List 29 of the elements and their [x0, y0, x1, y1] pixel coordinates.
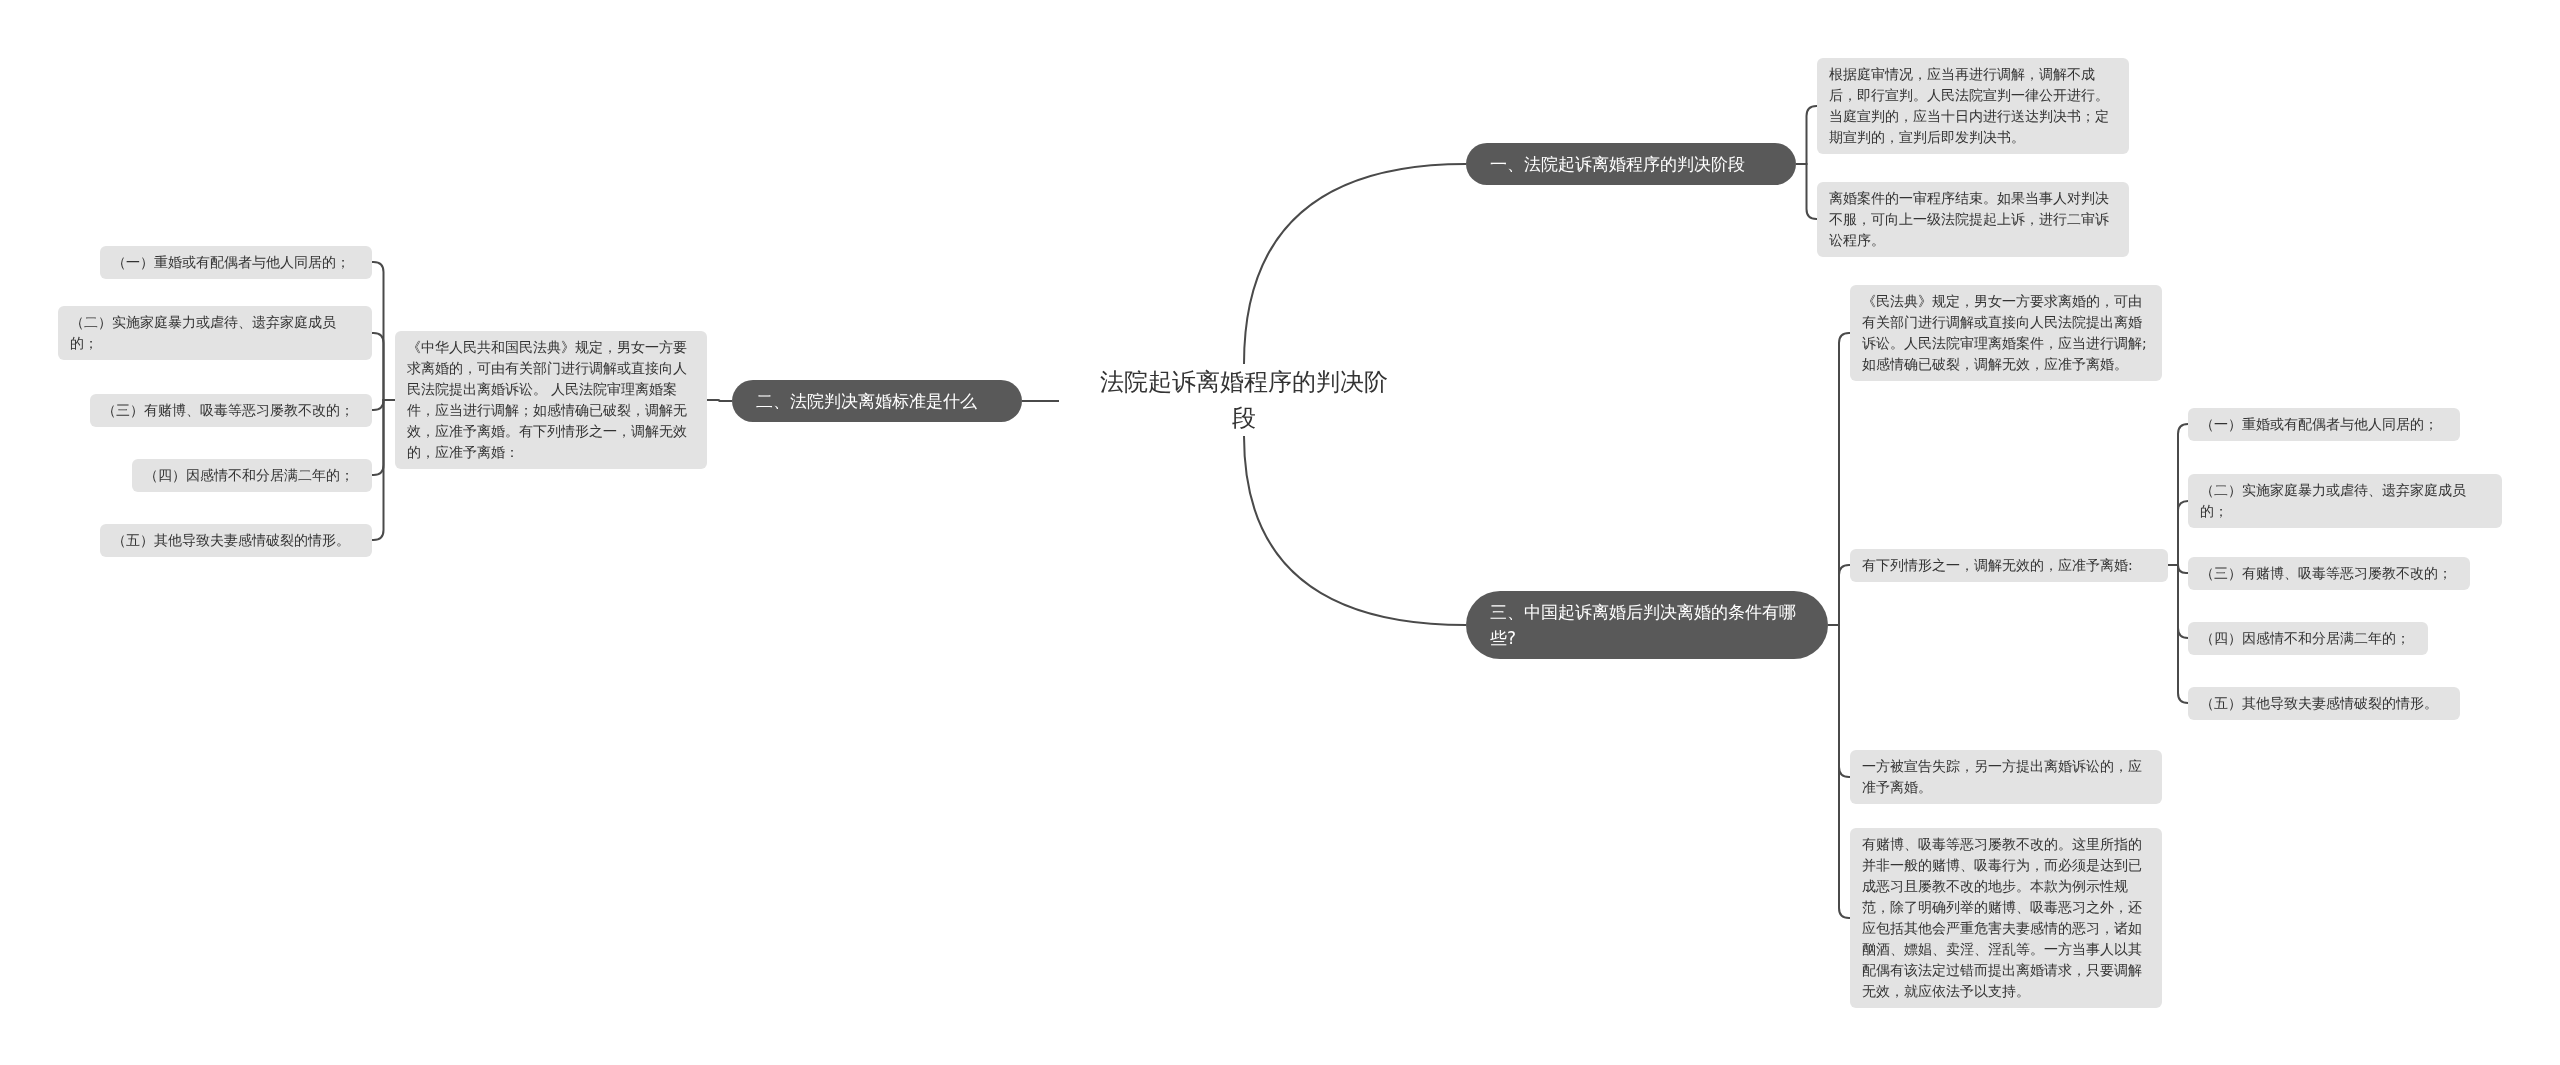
connector-line [1243, 435, 1467, 626]
leaf-card: （四）因感情不和分居满二年的； [2188, 621, 2428, 655]
leaf-card: 有下列情形之一，调解无效的，应准予离婚: [1850, 548, 2168, 582]
leaf-card: 有赌博、吸毒等恶习屡教不改的。这里所指的并非一般的赌博、吸毒行为，而必须是达到已成恶习且屡教不改的地步。本款为例示性规范，除了明确列举的赌博、吸毒恶习之外，还应包括其他会严重危害夫妻感情的恶习，诸如酗酒、嫖娼、卖淫、淫乱等。一方当事人以其配偶有该法定过错而提出离婚请求，只要调解无效，就应依法予以支持。 [1850, 828, 2162, 1008]
leaf-card: 根据庭审情况，应当再进行调解，调解不成后，即行宣判。人民法院宣判一律公开进行。当庭宣判的，应当十日内进行送达判决书；定期宣判的，宣判后即发判决书。 [1817, 58, 2129, 154]
leaf-card: （五）其他导致夫妻感情破裂的情形。 [2188, 686, 2460, 720]
leaf-card: （一）重婚或有配偶者与他人同居的； [100, 245, 372, 279]
branch-topic: 三、中国起诉离婚后判决离婚的条件有哪些? [1466, 591, 1828, 659]
connector-line [1021, 400, 1060, 402]
leaf-card: （二）实施家庭暴力或虐待、遗弃家庭成员的； [2188, 474, 2502, 528]
connector-line [1827, 624, 1851, 919]
leaf-card: （一）重婚或有配偶者与他人同居的； [2188, 407, 2460, 441]
branch-topic: 二、法院判决离婚标准是什么 [732, 380, 1022, 422]
leaf-card: 《民法典》规定，男女一方要求离婚的，可由有关部门进行调解或直接向人民法院提出离婚诉讼。人民法院审理离婚案件，应当进行调解;如感情确已破裂，调解无效，应准予离婚。 [1850, 285, 2162, 381]
connector-line [706, 399, 733, 402]
central-topic: 法院起诉离婚程序的判决阶段 [1099, 364, 1389, 436]
connector-line [371, 399, 396, 541]
leaf-card: 离婚案件的一审程序结束。如果当事人对判决不服，可向上一级法院提起上诉，进行二审诉讼程序。 [1817, 181, 2129, 257]
leaf-card: （五）其他导致夫妻感情破裂的情形。 [100, 523, 372, 557]
leaf-card: 《中华人民共和国民法典》规定，男女一方要求离婚的，可由有关部门进行调解或直接向人民法院提出离婚诉讼。 人民法院审理离婚案件，应当进行调解；如感情确已破裂，调解无效，应准予离婚。有下列情形之一，调解无效的，应准予离婚： [395, 331, 707, 469]
connector-line [1243, 163, 1467, 365]
leaf-card: （四）因感情不和分居满二年的； [132, 458, 372, 492]
leaf-card: （二）实施家庭暴力或虐待、遗弃家庭成员的； [58, 306, 372, 360]
leaf-card: 一方被宣告失踪，另一方提出离婚诉讼的，应准予离婚。 [1850, 750, 2162, 804]
branch-topic: 一、法院起诉离婚程序的判决阶段 [1466, 143, 1796, 185]
leaf-card: （三）有赌博、吸毒等恶习屡教不改的； [90, 393, 372, 427]
connector-line [1795, 163, 1818, 220]
connector-line [2167, 564, 2189, 704]
leaf-card: （三）有赌博、吸毒等恶习屡教不改的； [2188, 556, 2470, 590]
